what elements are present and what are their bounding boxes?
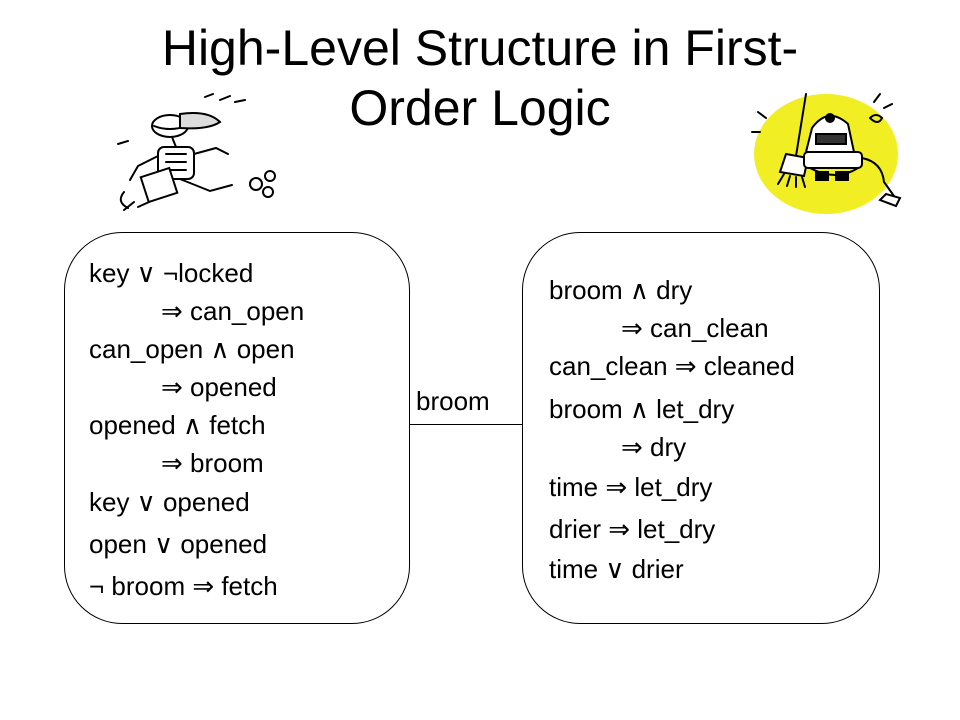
left-rule-line-2: ⇒ can_open — [161, 296, 305, 326]
cleaning-robot-clipart — [751, 93, 902, 214]
left-rule-line-9: ¬ broom ⇒ fetch — [89, 571, 278, 601]
slide-title: High-Level Structure in First- Order Log… — [80, 18, 880, 138]
right-rule-line-8: time ∨ drier — [549, 554, 684, 584]
left-rule-line-7: key ∨ opened — [89, 487, 250, 517]
left-rule-line-8: open ∨ opened — [89, 529, 268, 559]
running-robot-clipart — [117, 93, 276, 211]
right-rule-box: broom ∧ dry ⇒ can_clean can_clean ⇒ clea… — [522, 232, 880, 624]
connector-line — [410, 424, 522, 425]
connector-label: broom — [416, 386, 490, 416]
right-rule-line-2: ⇒ can_clean — [621, 313, 769, 343]
left-rule-line-4: ⇒ opened — [161, 372, 277, 402]
right-rule-line-5: ⇒ dry — [621, 432, 687, 462]
title-line-1: High-Level Structure in First- — [161, 20, 799, 76]
left-rule-line-3: can_open ∧ open — [89, 334, 295, 364]
right-rule-line-1: broom ∧ dry — [549, 275, 693, 305]
right-rule-line-4: broom ∧ let_dry — [549, 394, 735, 424]
left-rule-line-5: opened ∧ fetch — [89, 410, 266, 440]
right-rule-line-6: time ⇒ let_dry — [549, 472, 713, 502]
left-rule-line-6: ⇒ broom — [161, 448, 264, 478]
right-rule-line-3: can_clean ⇒ cleaned — [549, 351, 795, 381]
right-rule-line-7: drier ⇒ let_dry — [549, 514, 716, 544]
left-rule-line-1: key ∨ ¬locked — [89, 258, 254, 288]
title-line-2: Order Logic — [349, 80, 611, 136]
left-rule-box: key ∨ ¬locked ⇒ can_open can_open ∧ open… — [64, 232, 410, 624]
